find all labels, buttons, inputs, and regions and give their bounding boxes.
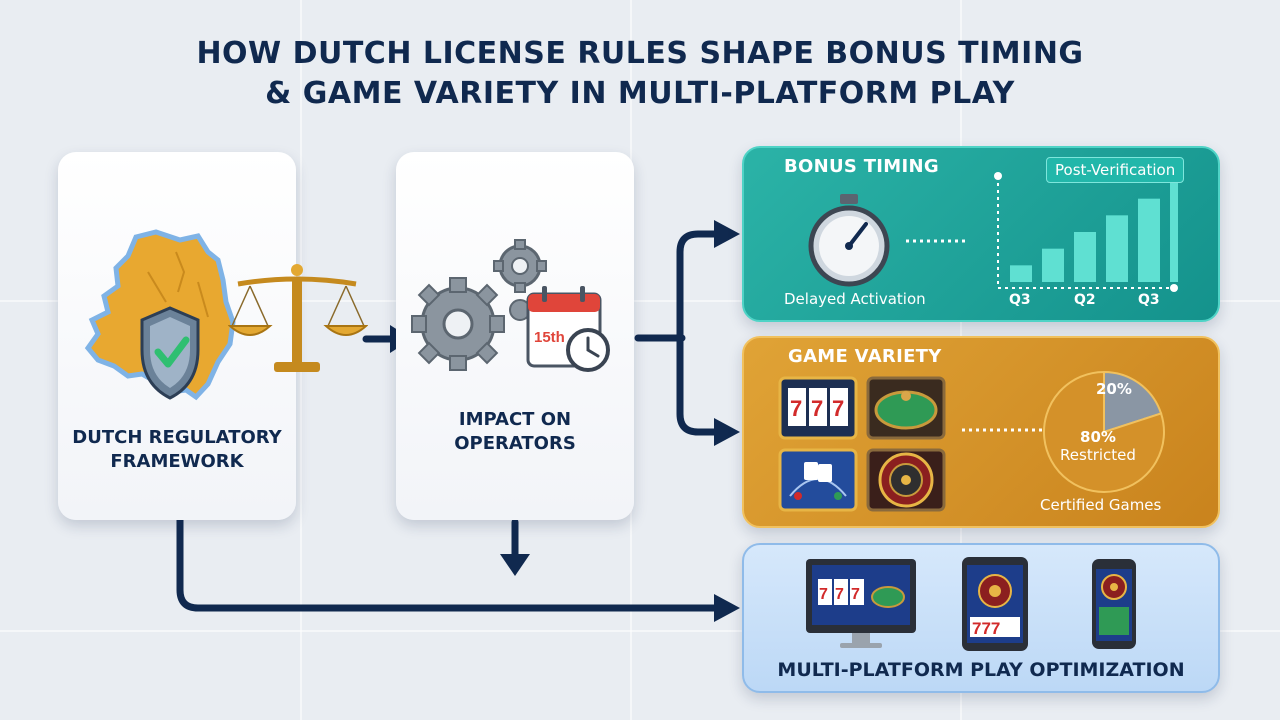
pie-slice-2 bbox=[1043, 370, 1165, 493]
pie-label-80: 80% bbox=[1080, 428, 1116, 446]
operators-label-2: OPERATORS bbox=[454, 433, 576, 454]
clock-icon bbox=[566, 328, 610, 372]
arrowhead-2 bbox=[714, 220, 740, 248]
title-line-2: & GAME VARIETY IN MULTI-PLATFORM PLAY bbox=[265, 76, 1015, 111]
device-icons: 7 7 7 777 bbox=[806, 557, 1136, 651]
monitor-icon: 7 7 7 bbox=[806, 559, 916, 648]
game-icons-grid: 7 7 7 bbox=[778, 376, 1064, 512]
bonus-bar-2 bbox=[1042, 248, 1064, 282]
slot-machine-icon: 7 7 7 bbox=[778, 376, 858, 440]
operators-card: 15th IMPACT ON OPERATORS bbox=[396, 152, 634, 520]
framework-label-1: DUTCH REGULATORY bbox=[72, 427, 282, 448]
gear-icon bbox=[411, 277, 505, 371]
arrow-to-game bbox=[676, 334, 720, 436]
game-variety-panel: GAME VARIETY 7 7 7 bbox=[742, 336, 1220, 528]
tablet-slot-text: 777 bbox=[972, 619, 1000, 638]
framework-label-2: FRAMEWORK bbox=[110, 451, 244, 472]
title-line-1: HOW DUTCH LICENSE RULES SHAPE BONUS TIMI… bbox=[196, 36, 1084, 71]
svg-text:7: 7 bbox=[832, 396, 844, 421]
small-gear-icon bbox=[493, 239, 547, 293]
operators-label-1: IMPACT ON bbox=[458, 409, 572, 430]
arrowhead-4 bbox=[500, 554, 530, 576]
bonus-timing-bar-chart bbox=[994, 172, 1178, 292]
checkmark-icon bbox=[154, 336, 190, 368]
roulette-wheel-icon bbox=[866, 448, 946, 512]
framework-illustration bbox=[84, 229, 236, 401]
bonus-bar-6 bbox=[1170, 182, 1178, 282]
arrowhead-5 bbox=[714, 594, 740, 622]
svg-text:7: 7 bbox=[835, 586, 844, 603]
svg-text:7: 7 bbox=[790, 396, 802, 421]
calendar-day-text: 15th bbox=[534, 329, 565, 346]
smartphone-icon bbox=[1092, 559, 1136, 649]
blackjack-table-icon bbox=[778, 448, 858, 512]
page-title: HOW DUTCH LICENSE RULES SHAPE BONUS TIMI… bbox=[0, 34, 1280, 114]
scale-of-justice-icon bbox=[228, 264, 368, 372]
bonus-timing-caption: Delayed Activation bbox=[784, 290, 926, 308]
bonus-bar-5 bbox=[1138, 198, 1160, 282]
chart-tick-3: Q3 bbox=[1138, 292, 1160, 308]
bonus-bar-3 bbox=[1074, 232, 1096, 282]
game-variety-caption: Certified Games bbox=[1040, 496, 1162, 514]
chart-tick-2: Q2 bbox=[1074, 292, 1096, 308]
tablet-icon: 777 bbox=[962, 557, 1028, 651]
bonus-bar-1 bbox=[1010, 265, 1032, 282]
arrow-to-bonus bbox=[634, 230, 720, 342]
framework-card: DUTCH REGULATORY FRAMEWORK bbox=[58, 152, 296, 520]
pie-slice-1 bbox=[1103, 370, 1163, 434]
svg-text:7: 7 bbox=[851, 586, 860, 603]
svg-text:7: 7 bbox=[811, 396, 823, 421]
multi-platform-title: MULTI-PLATFORM PLAY OPTIMIZATION bbox=[777, 659, 1185, 681]
game-variety-title: GAME VARIETY bbox=[788, 346, 942, 367]
post-verification-callout: Post-Verification bbox=[1046, 157, 1185, 183]
operators-illustration: 15th bbox=[411, 239, 610, 372]
bonus-timing-panel: BONUS TIMING Delayed Activation Post-Ver… bbox=[742, 146, 1220, 322]
arrow-loop-multi bbox=[176, 506, 720, 612]
stopwatch-icon bbox=[808, 194, 968, 287]
arrowhead-3 bbox=[714, 418, 740, 446]
multi-platform-panel: 7 7 7 777 MULTI-PLATFORM PLAY OPTIMIZATI… bbox=[742, 543, 1220, 693]
poker-table-icon bbox=[866, 376, 946, 440]
bonus-bar-4 bbox=[1106, 215, 1128, 282]
svg-text:7: 7 bbox=[819, 586, 828, 603]
game-variety-pie-chart bbox=[1043, 370, 1165, 493]
pie-label-20: 20% bbox=[1096, 380, 1132, 398]
chart-tick-1: Q3 bbox=[1009, 292, 1031, 308]
bonus-timing-title: BONUS TIMING bbox=[784, 156, 939, 177]
pie-sublabel-restricted: Restricted bbox=[1060, 446, 1136, 464]
